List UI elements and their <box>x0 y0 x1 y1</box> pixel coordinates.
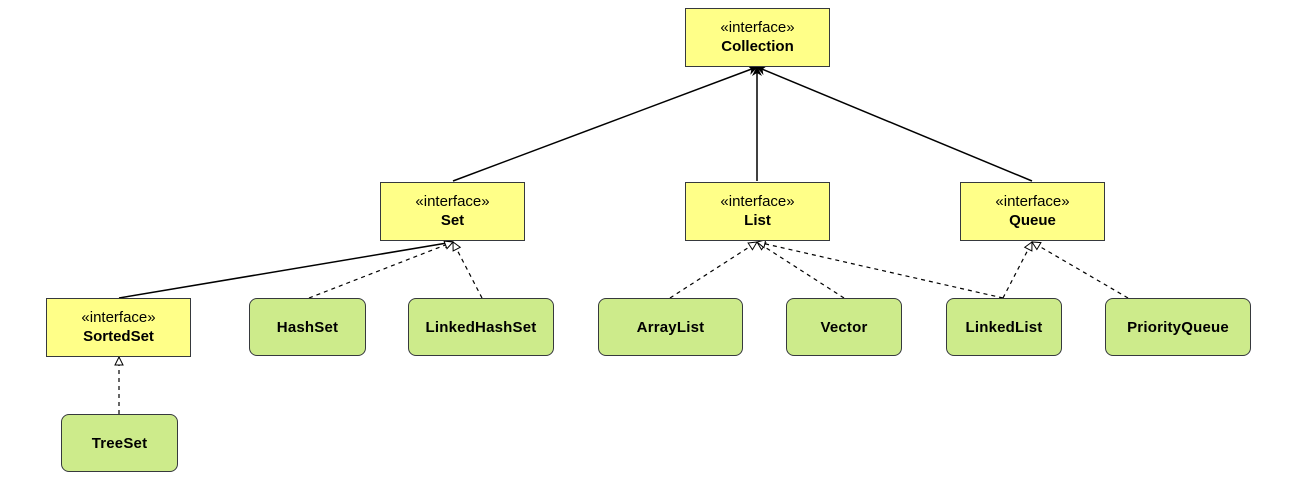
class-treeset: TreeSet <box>61 414 178 472</box>
edge-vector-to-list <box>757 242 845 299</box>
class-name: TreeSet <box>91 434 148 452</box>
interface-set: «interface» Set <box>380 182 525 241</box>
interface-name: SortedSet <box>83 328 154 345</box>
edge-hashset-to-set <box>308 242 453 299</box>
class-linkedlist: LinkedList <box>946 298 1062 356</box>
interface-name: Collection <box>721 38 794 55</box>
interface-name: Queue <box>1009 212 1056 229</box>
stereotype-label: «interface» <box>81 309 156 326</box>
interface-queue: «interface» Queue <box>960 182 1105 241</box>
edge-linkedlist-to-list <box>757 242 1004 299</box>
class-vector: Vector <box>786 298 902 356</box>
stereotype-label: «interface» <box>720 193 795 210</box>
stereotype-label: «interface» <box>415 193 490 210</box>
edge-set-to-collection <box>452 65 758 182</box>
stereotype-label: «interface» <box>995 193 1070 210</box>
class-linkedhashset: LinkedHashSet <box>408 298 554 356</box>
class-name: PriorityQueue <box>1127 318 1229 336</box>
edge-priorityqueue-to-queue <box>1032 242 1129 299</box>
edge-linkedlist-to-queue <box>1002 242 1033 299</box>
class-hashset: HashSet <box>249 298 366 356</box>
class-arraylist: ArrayList <box>598 298 743 356</box>
class-name: Vector <box>820 318 868 336</box>
interface-name: Set <box>440 212 465 229</box>
edge-arraylist-to-list <box>669 242 757 299</box>
stereotype-label: «interface» <box>720 19 795 36</box>
edge-linkedhashset-to-set <box>452 242 483 299</box>
interface-sortedset: «interface» SortedSet <box>46 298 191 357</box>
class-name: ArrayList <box>636 318 705 336</box>
class-name: HashSet <box>276 318 339 336</box>
edge-sortedset-to-set <box>118 238 454 299</box>
class-priorityqueue: PriorityQueue <box>1105 298 1251 356</box>
class-name: LinkedList <box>965 318 1043 336</box>
class-name: LinkedHashSet <box>425 318 537 336</box>
edge-queue-to-collection <box>756 65 1033 182</box>
interface-collection: «interface» Collection <box>685 8 830 67</box>
interface-list: «interface» List <box>685 182 830 241</box>
interface-name: List <box>744 212 771 229</box>
